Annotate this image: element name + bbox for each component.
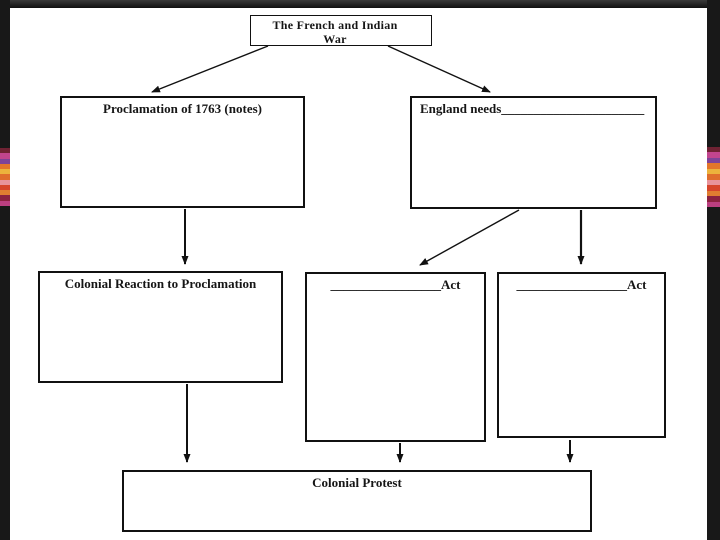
glitch-stripes-left xyxy=(0,148,10,206)
frame-top-bar xyxy=(0,0,720,8)
edge-war-to-proclamation xyxy=(151,45,269,93)
node-label: England needs______________________ xyxy=(420,101,645,116)
frame-left-bar xyxy=(0,0,10,540)
node-proclamation-1763: Proclamation of 1763 (notes) xyxy=(60,96,305,208)
node-label: The French and Indian War xyxy=(272,18,401,47)
edge-england-to-act1 xyxy=(419,209,520,266)
node-label: Colonial Reaction to Proclamation xyxy=(64,276,257,291)
edge-war-to-england xyxy=(387,45,491,93)
glitch-stripes-right xyxy=(707,147,720,207)
frame-right-bar xyxy=(707,0,720,540)
node-french-indian-war: The French and Indian War xyxy=(250,15,432,46)
node-england-needs: England needs______________________ xyxy=(410,96,657,209)
node-colonial-protest: Colonial Protest xyxy=(122,470,592,532)
node-act-blank-2: _________________Act xyxy=(497,272,666,438)
node-label: _________________Act xyxy=(330,277,461,292)
node-colonial-reaction: Colonial Reaction to Proclamation xyxy=(38,271,283,383)
node-act-blank-1: _________________Act xyxy=(305,272,486,442)
node-label: Colonial Protest xyxy=(312,475,402,490)
node-label: Proclamation of 1763 (notes) xyxy=(103,101,262,116)
node-label: _________________Act xyxy=(516,277,647,292)
